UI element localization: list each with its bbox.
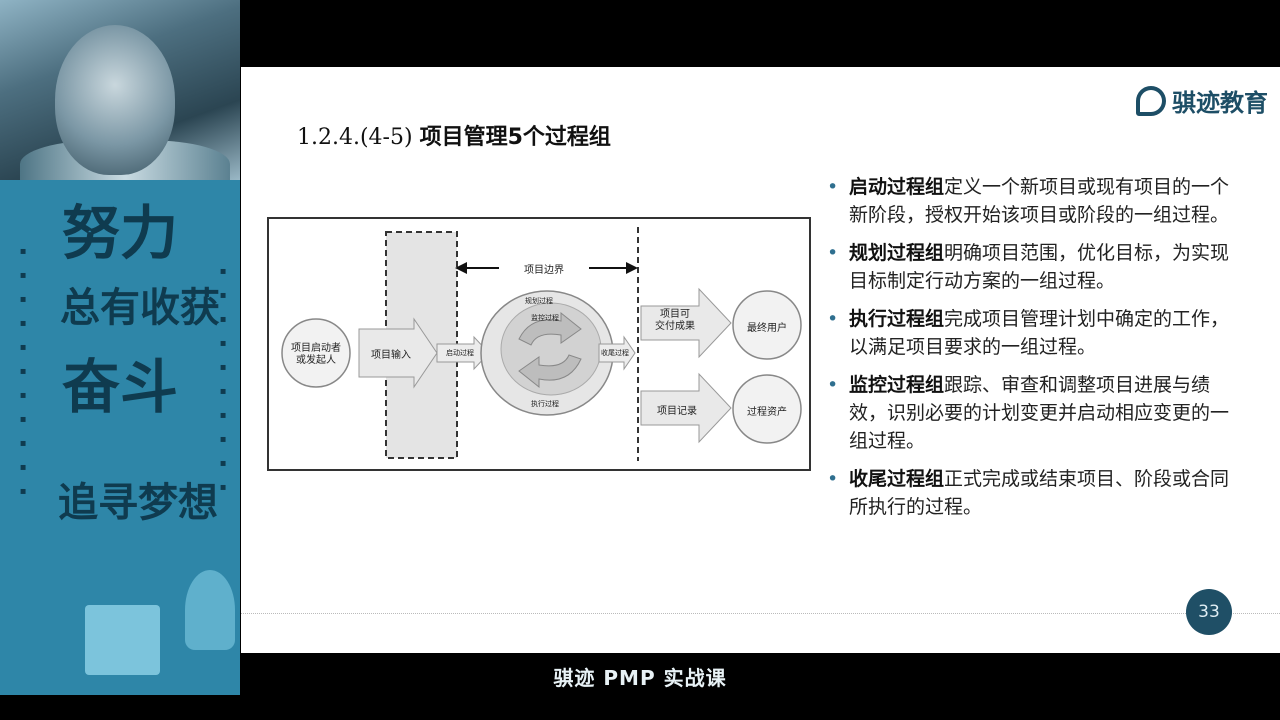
motivational-banner: 努力 总有收获 奋斗 追寻梦想 ▪▪▪▪▪▪▪▪▪▪▪ ▪▪▪▪▪▪▪▪▪▪	[0, 180, 240, 695]
presenter-face	[55, 25, 175, 175]
boundary-arrow-right-head	[626, 262, 638, 274]
brand-logo: 骐迹教育	[1136, 83, 1268, 118]
list-item-term: 监控过程组	[849, 374, 945, 396]
initiator-circle	[281, 318, 351, 388]
list-item: 监控过程组跟踪、审查和调整项目进展与绩效，识别必要的计划变更并启动相应变更的一组…	[827, 371, 1247, 455]
lamp-illustration	[185, 570, 235, 650]
input-arrow	[358, 317, 438, 389]
page-number-badge: 33	[1186, 589, 1232, 635]
slide-title-text: 项目管理5个过程组	[419, 125, 611, 150]
process-assets-label: 过程资产	[747, 407, 787, 418]
banner-line-3: 奋斗	[62, 353, 179, 421]
banner-vertical-text-left: ▪▪▪▪▪▪▪▪▪▪▪	[19, 246, 27, 497]
monitor-label: 监控过程	[531, 314, 559, 322]
boundary-arrow-left-head	[455, 262, 467, 274]
cycle-arrow-bottom	[518, 354, 582, 389]
executing-label: 执行过程	[531, 400, 559, 408]
list-item-term: 启动过程组	[849, 176, 945, 198]
list-item-desc: 完成项目管理计划中确定的工作，以满足项目要求的一组过程。	[849, 308, 1230, 358]
video-caption: 骐迹 PMP 实战课	[553, 666, 727, 690]
list-item-term: 规划过程组	[849, 242, 945, 264]
list-item: 启动过程组定义一个新项目或现有项目的一个新阶段，授权开始该项目或阶段的一组过程。	[827, 173, 1247, 229]
input-label: 项目输入	[371, 350, 411, 361]
list-item-desc: 跟踪、审查和调整项目进展与绩效，识别必要的计划变更并启动相应变更的一组过程。	[849, 374, 1230, 452]
planning-label: 规划过程	[525, 297, 553, 305]
deliverables-label: 项目可 交付成果	[655, 309, 695, 332]
list-item-desc: 定义一个新项目或现有项目的一个新阶段，授权开始该项目或阶段的一组过程。	[849, 176, 1230, 226]
banner-vertical-text-right: ▪▪▪▪▪▪▪▪▪▪	[219, 266, 227, 493]
cycle-arrow-top	[518, 311, 582, 346]
process-groups-diagram: 项目边界 项目启动者 或发起人 项目输入 启动过程 规划过程 监控过程 执行过程…	[267, 217, 811, 471]
closing-arrow	[598, 335, 636, 371]
slide-title: 1.2.4.(4-5) 项目管理5个过程组	[297, 119, 611, 151]
initiator-label: 项目启动者 或发起人	[291, 343, 341, 366]
closing-label: 收尾过程	[601, 349, 629, 357]
logo-text: 骐迹教育	[1172, 89, 1268, 117]
webcam-video	[0, 0, 240, 180]
slide-title-number: 1.2.4.(4-5)	[297, 125, 413, 150]
banner-line-4: 追寻梦想	[58, 480, 218, 526]
records-label: 项目记录	[657, 406, 697, 417]
records-arrow	[640, 372, 732, 444]
list-item-term: 收尾过程组	[849, 468, 945, 490]
list-item: 规划过程组明确项目范围，优化目标，为实现目标制定行动方案的一组过程。	[827, 239, 1247, 295]
book-illustration	[85, 605, 160, 675]
logo-mark-icon	[1136, 85, 1166, 116]
list-item-desc: 正式完成或结束项目、阶段或合同所执行的过程。	[849, 468, 1230, 518]
end-users-label: 最终用户	[747, 323, 787, 334]
end-users-circle	[732, 290, 802, 360]
presentation-slide: 骐迹教育 1.2.4.(4-5) 项目管理5个过程组	[241, 67, 1280, 653]
footer-divider	[241, 613, 1280, 614]
banner-line-1: 努力	[62, 199, 179, 267]
list-item: 执行过程组完成项目管理计划中确定的工作，以满足项目要求的一组过程。	[827, 305, 1247, 361]
process-assets-circle	[732, 374, 802, 444]
list-item-desc: 明确项目范围，优化目标，为实现目标制定行动方案的一组过程。	[849, 242, 1230, 292]
banner-line-2: 总有收获	[60, 285, 220, 331]
boundary-label: 项目边界	[499, 261, 589, 276]
list-item: 收尾过程组正式完成或结束项目、阶段或合同所执行的过程。	[827, 465, 1247, 521]
deliverables-arrow	[640, 287, 732, 359]
diagram-graphics	[281, 227, 802, 461]
start-label: 启动过程	[446, 349, 474, 357]
process-group-list: 启动过程组定义一个新项目或现有项目的一个新阶段，授权开始该项目或阶段的一组过程。…	[827, 173, 1247, 531]
list-item-term: 执行过程组	[849, 308, 945, 330]
